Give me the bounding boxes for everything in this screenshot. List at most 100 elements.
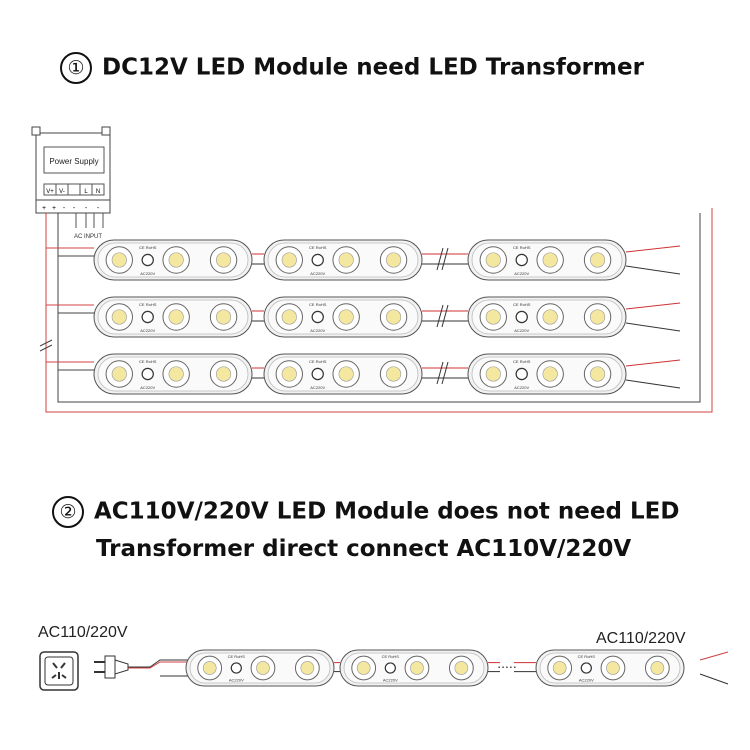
dc-module-grid: CE RoHS AC220V CE RoHS AC220V CE RoHS AC220V C… (93, 239, 681, 395)
ac-label-right: AC110/220V (596, 630, 686, 647)
resistor (311, 367, 324, 381)
terminal-vminus: V- (59, 189, 65, 195)
led-chip (105, 303, 133, 331)
led-module: CE RoHS AC220V (467, 296, 627, 338)
resistor (230, 662, 242, 674)
ce-rohs-label: CE RoHS (513, 245, 531, 250)
voltage-label: AC220V (514, 271, 529, 276)
led-chip (644, 655, 670, 681)
voltage-label: AC220V (383, 678, 398, 683)
bottom-terminal-2: + (52, 205, 56, 212)
outlet-icon (39, 651, 79, 691)
voltage-label: AC220V (514, 328, 529, 333)
terminal-vplus: V+ (46, 189, 54, 195)
resistor (141, 253, 154, 267)
led-chip (332, 246, 360, 274)
led-chip (351, 655, 377, 681)
led-chip (332, 303, 360, 331)
terminal-l: L (84, 189, 88, 195)
resistor (311, 253, 324, 267)
row-end-wire (625, 359, 681, 389)
ce-rohs-label: CE RoHS (513, 302, 531, 307)
led-chip (379, 360, 408, 388)
voltage-label: AC220V (140, 385, 155, 390)
row-end-wire (625, 302, 681, 332)
voltage-label: AC220V (514, 385, 529, 390)
voltage-label: AC220V (140, 328, 155, 333)
section2-number: ② (52, 496, 84, 528)
led-chip (536, 303, 564, 331)
terminal-n: N (96, 189, 100, 195)
voltage-label: AC220V (579, 678, 594, 683)
module-wire (252, 253, 264, 265)
led-chip (250, 655, 276, 681)
voltage-label: AC220V (140, 271, 155, 276)
led-chip (197, 655, 223, 681)
module-wire (422, 253, 468, 265)
section1-title: DC12V LED Module need LED Transformer (102, 54, 644, 81)
section2-title-line1: AC110V/220V LED Module does not need LED (94, 498, 680, 525)
led-chip (583, 360, 612, 388)
ce-rohs-label: CE RoHS (578, 654, 596, 659)
led-chip (332, 360, 360, 388)
bottom-terminal-4: - (73, 205, 76, 212)
ce-rohs-label: CE RoHS (513, 359, 531, 364)
led-chip (600, 655, 626, 681)
led-chip (275, 360, 303, 388)
module-wire (334, 662, 340, 673)
led-module: CE RoHS AC220V (467, 239, 627, 281)
module-wire (422, 367, 468, 379)
led-module: CE RoHS AC220V (93, 239, 253, 281)
led-chip (294, 655, 320, 681)
resistor (580, 662, 592, 674)
ce-rohs-label: CE RoHS (139, 245, 157, 250)
bottom-terminal-5: - (85, 205, 88, 212)
led-chip (448, 655, 474, 681)
ce-rohs-label: CE RoHS (228, 654, 246, 659)
bottom-terminal-1: + (42, 205, 46, 212)
section2-heading: ② AC110V/220V LED Module does not need LE… (52, 496, 679, 528)
power-supply: Power Supply V+ V- L N + + - - - - AC IN… (31, 126, 111, 240)
ac-wiring (160, 651, 729, 685)
resistor (515, 367, 528, 381)
ce-rohs-label: CE RoHS (139, 359, 157, 364)
resistor (141, 310, 154, 324)
continuation-dots: ..... (497, 655, 516, 671)
ce-rohs-label: CE RoHS (309, 359, 327, 364)
power-supply-label: Power Supply (49, 157, 98, 166)
led-module: CE RoHS AC220V (185, 649, 335, 687)
voltage-label: AC220V (229, 678, 244, 683)
led-chip (479, 303, 507, 331)
led-chip (162, 360, 190, 388)
led-module: CE RoHS AC220V (93, 353, 253, 395)
led-chip (275, 303, 303, 331)
ac-input-label: AC INPUT (74, 234, 102, 240)
module-wire (252, 367, 264, 379)
led-module: CE RoHS AC220V (93, 296, 253, 338)
module-wire (488, 662, 500, 673)
led-chip (547, 655, 573, 681)
voltage-label: AC220V (310, 328, 325, 333)
led-chip (583, 303, 612, 331)
led-chip (275, 246, 303, 274)
section1-number: ① (60, 52, 92, 84)
led-chip (583, 246, 612, 274)
led-chip (404, 655, 430, 681)
ce-rohs-label: CE RoHS (139, 302, 157, 307)
led-chip (379, 303, 408, 331)
led-chip (479, 360, 507, 388)
led-chip (209, 303, 238, 331)
dc-wiring (39, 208, 713, 413)
resistor (384, 662, 396, 674)
led-chip (105, 360, 133, 388)
bottom-terminal-3: - (63, 205, 66, 212)
voltage-label: AC220V (310, 271, 325, 276)
section2-heading-line2: Transformer direct connect AC110V/220V (96, 536, 632, 562)
led-module: CE RoHS AC220V (535, 649, 685, 687)
module-wire (252, 310, 264, 322)
plug-icon (94, 655, 190, 679)
